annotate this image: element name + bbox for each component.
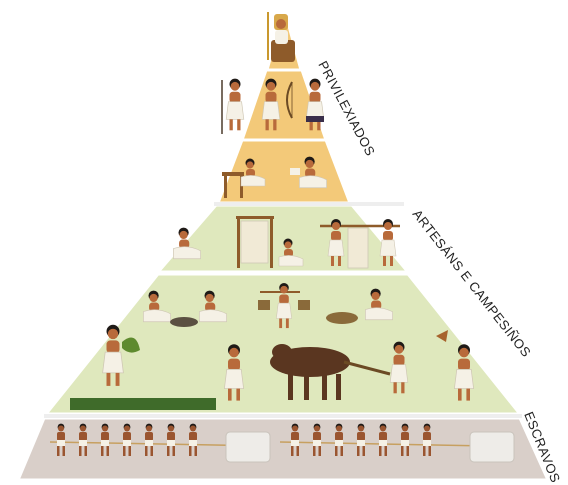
stone-block	[469, 431, 515, 463]
oxen	[270, 344, 350, 400]
scribes-band	[215, 138, 353, 205]
slaves-figures	[49, 423, 515, 463]
tier-separators	[44, 202, 522, 418]
peasants-figures	[70, 282, 475, 410]
slaves-band	[15, 416, 551, 482]
scribes-figures	[222, 156, 328, 198]
stone-block	[225, 431, 271, 463]
artisans-figures	[172, 216, 400, 269]
tier-slaves	[15, 416, 551, 482]
nobles-figures	[221, 78, 325, 134]
pharaoh-figure	[267, 12, 295, 62]
